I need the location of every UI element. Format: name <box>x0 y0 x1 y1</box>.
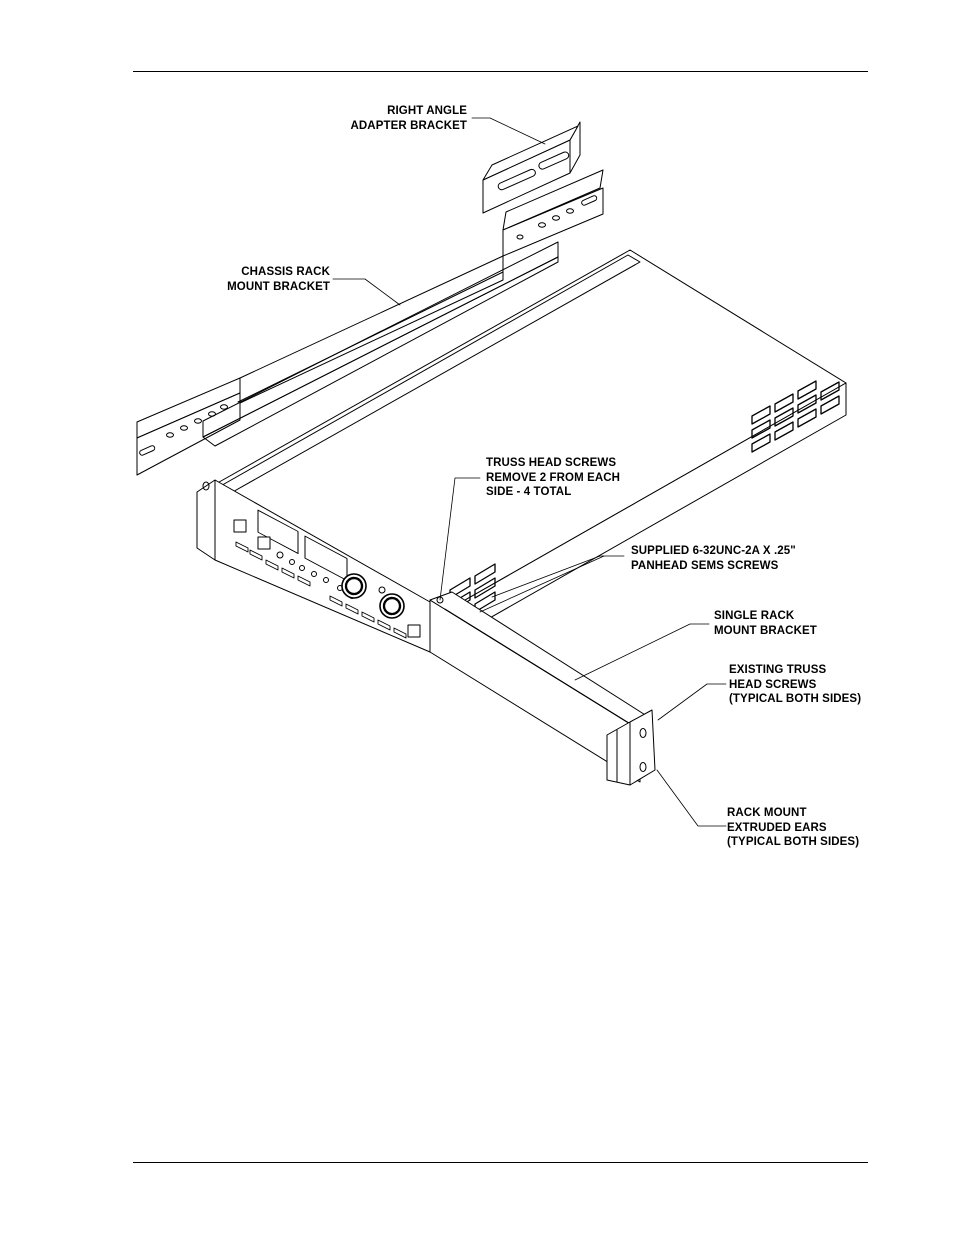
leader-lines <box>332 117 727 827</box>
extruded-ear <box>606 709 656 786</box>
right-angle-adapter-bracket <box>482 121 581 214</box>
chassis-rack-mount-bracket <box>136 169 604 476</box>
label-chassis-rack-mount-bracket: CHASSIS RACK MOUNT BRACKET <box>227 266 330 293</box>
label-single-rack-mount-bracket: SINGLE RACK MOUNT BRACKET <box>714 610 817 637</box>
header-rule <box>133 71 868 72</box>
front-panel <box>196 479 431 653</box>
footer-rule <box>133 1162 868 1163</box>
single-rack-mount-bracket <box>429 591 651 783</box>
label-rack-mount-extruded-ears: RACK MOUNT EXTRUDED EARS (TYPICAL BOTH S… <box>727 807 860 848</box>
rear-vents <box>751 380 840 453</box>
side-vents <box>449 563 496 613</box>
label-existing-truss-head-screws: EXISTING TRUSS HEAD SCREWS (TYPICAL BOTH… <box>729 664 862 705</box>
label-right-angle-adapter-bracket: RIGHT ANGLE ADAPTER BRACKET <box>350 105 467 132</box>
label-sems-screws: SUPPLIED 6-32UNC-2A X .25" PANHEAD SEMS … <box>631 545 796 572</box>
label-truss-head-screws: TRUSS HEAD SCREWS REMOVE 2 FROM EACH SID… <box>486 457 621 498</box>
